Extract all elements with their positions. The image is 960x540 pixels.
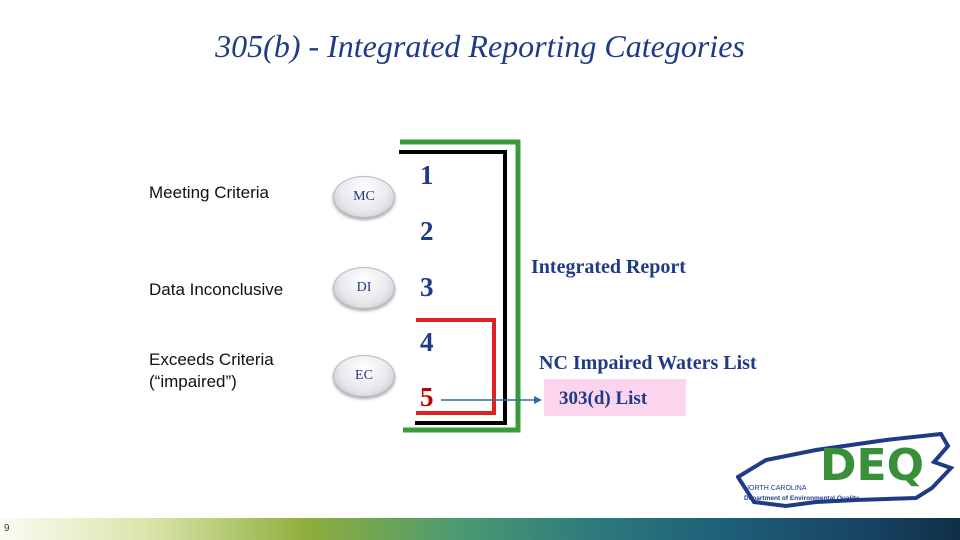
deq-logo-state: NORTH CAROLINA bbox=[744, 485, 807, 492]
integrated-report-label: Integrated Report bbox=[531, 256, 686, 278]
label-exceeds-criteria: Exceeds Criteria (“impaired”) bbox=[149, 350, 274, 391]
deq-logo: DEQ NORTH CAROLINA Department of Environ… bbox=[735, 431, 958, 510]
pill-ec: EC bbox=[333, 355, 395, 397]
black-bracket bbox=[399, 150, 507, 425]
category-4: 4 bbox=[420, 327, 434, 357]
pill-mc: MC bbox=[333, 176, 395, 218]
category-2: 2 bbox=[420, 216, 434, 246]
label-data-inconclusive: Data Inconclusive bbox=[149, 280, 284, 299]
green-bracket bbox=[400, 139, 521, 433]
pill-di: DI bbox=[333, 267, 395, 309]
page-title: 305(b) - Integrated Reporting Categories bbox=[215, 28, 745, 64]
303d-list-label: 303(d) List bbox=[559, 388, 648, 409]
page-number: 9 bbox=[4, 523, 10, 534]
impaired-waters-list-label: NC Impaired Waters List bbox=[539, 352, 757, 374]
category-1: 1 bbox=[420, 160, 434, 190]
footer-gradient-bar bbox=[0, 518, 960, 540]
pill-mc-text: MC bbox=[353, 189, 375, 204]
red-bracket bbox=[416, 318, 496, 415]
pill-ec-text: EC bbox=[355, 368, 373, 383]
label-meeting-criteria: Meeting Criteria bbox=[149, 183, 269, 202]
nc-state-outline-icon: DEQ NORTH CAROLINA Department of Environ… bbox=[735, 431, 955, 509]
arrow-head bbox=[534, 396, 542, 404]
category-3: 3 bbox=[420, 272, 434, 302]
category-5: 5 bbox=[420, 382, 434, 412]
deq-logo-department: Department of Environmental Quality bbox=[744, 495, 859, 502]
303d-highlight-box bbox=[544, 379, 686, 416]
pill-di-text: DI bbox=[356, 280, 372, 295]
deq-logo-text: DEQ bbox=[820, 440, 924, 491]
